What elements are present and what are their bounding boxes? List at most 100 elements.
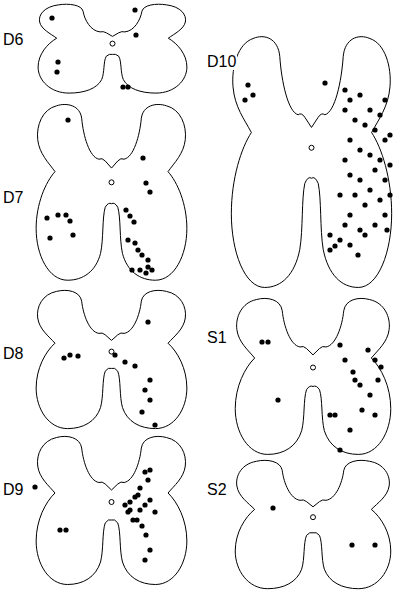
neuron-dot [332,412,337,417]
neuron-dot [125,509,130,514]
neuron-dot [342,107,347,112]
gray-matter-outline [38,4,187,93]
neuron-dot [112,352,117,357]
neuron-dot [131,219,136,224]
neuron-dot [382,212,387,217]
neuron-dot [140,155,145,160]
neuron-dot [132,363,137,368]
gray-matter-outline [231,37,391,288]
section-outline [36,104,187,280]
neuron-dot [143,180,148,185]
neuron-dot [367,107,372,112]
neuron-dot [147,497,152,502]
neuron-dot [250,92,255,97]
neuron-dot [145,477,150,482]
neuron-dot [122,502,127,507]
neuron-dot [347,137,352,142]
neuron-dot [362,122,367,127]
neuron-dot [152,422,157,427]
neuron-dot [327,412,332,417]
neuron-dot [275,397,280,402]
neuron-dot [384,227,389,232]
neuron-dot [61,355,66,360]
neuron-dot [387,132,392,137]
neuron-dot [382,137,387,142]
section-outline [36,436,187,584]
neuron-dot [347,242,352,247]
neuron-dot [357,227,362,232]
neuron-dot [372,542,377,547]
section-outline [36,290,187,428]
section-label: S2 [206,482,228,498]
neuron-dot [122,359,127,364]
neuron-dot [372,167,377,172]
neuron-dot [357,92,362,97]
neuron-dot [127,213,132,218]
neuron-dot [347,427,352,432]
neuron-dot [149,267,154,272]
section-label: D6 [2,32,24,48]
section-label: S1 [206,330,228,346]
neuron-dot [135,492,140,497]
neuron-dot [142,469,147,474]
neuron-dot [347,212,352,217]
neuron-dot [139,523,144,528]
neuron-dot [387,192,392,197]
neuron-dot [242,97,247,102]
neuron-dot [270,505,275,510]
neuron-dot [63,527,68,532]
neuron-dot [129,267,134,272]
neuron-dot [32,484,37,489]
neuron-dot [352,377,357,382]
neuron-dot [337,447,342,452]
neuron-dot [142,387,147,392]
neuron-dot [372,357,377,362]
gray-matter-outline [36,290,187,428]
neuron-dot [120,84,125,89]
neuron-dot [342,157,347,162]
neuron-dot [327,232,332,237]
neuron-dot [133,32,138,37]
neuron-dot [147,397,152,402]
neuron-dot [367,152,372,157]
neuron-dot [47,235,52,240]
neuron-dot [365,347,370,352]
neuron-dot [350,369,355,374]
neuron-dot [372,412,377,417]
neuron-dot [377,197,382,202]
neuron-dot [245,82,250,87]
neuron-dot [75,353,80,358]
central-canal [311,515,316,520]
central-canal [311,365,316,370]
gray-matter-outline [36,104,187,280]
neuron-dot [337,342,342,347]
section-outline [235,298,391,454]
section-label: D10 [206,54,237,70]
section-label: D9 [2,482,24,498]
neuron-dot [123,207,128,212]
neuron-dot [357,382,362,387]
neuron-dot [355,252,360,257]
neuron-dot [357,177,362,182]
neuron-dot [367,187,372,192]
neuron-dot [139,409,144,414]
section-outline [231,37,391,288]
neuron-dot [142,502,147,507]
neuron-dot [145,257,150,262]
neuron-dot [145,319,150,324]
neuron-dot [67,218,72,223]
neuron-dot [342,357,347,362]
neuron-dot [147,189,152,194]
neuron-dot [142,557,147,562]
gray-matter-outline [235,460,391,588]
neuron-dot [327,247,332,252]
neuron-dot [337,192,342,197]
neuron-dot [375,377,380,382]
neuron-dot [337,237,342,242]
section-label: D8 [2,346,24,362]
neuron-dot [137,507,142,512]
section-outline [38,4,187,93]
section-outline [235,460,391,588]
neuron-dot [322,80,327,85]
